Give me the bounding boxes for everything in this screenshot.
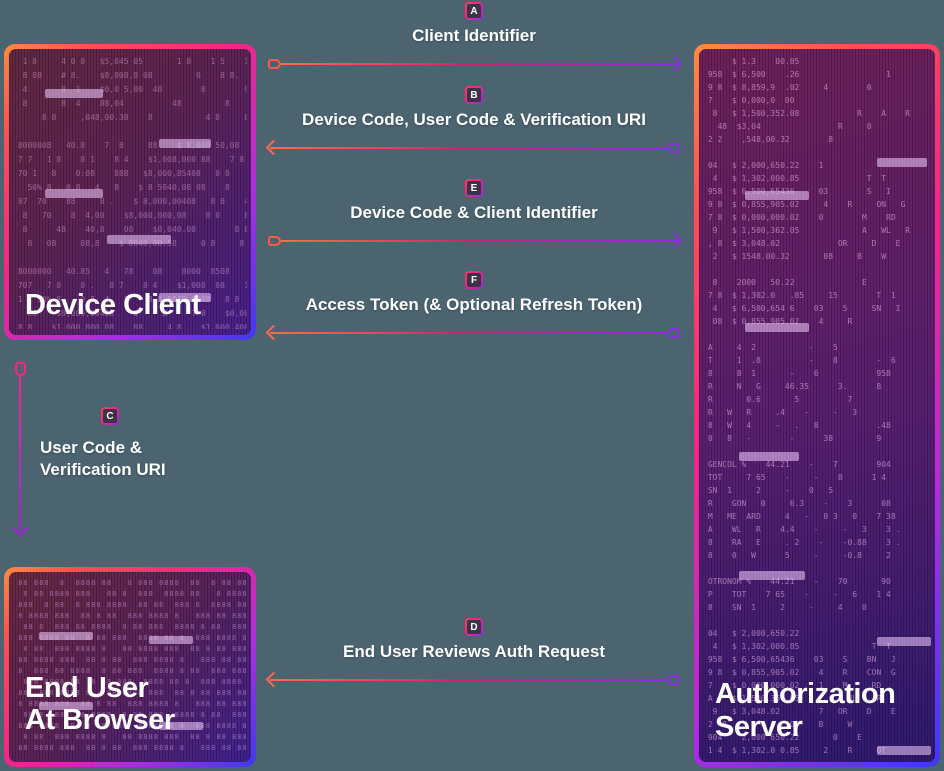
- flow-d-arrow-left: [265, 671, 680, 688]
- arrow-line: [270, 146, 667, 149]
- arrowhead-right-icon: [666, 55, 683, 72]
- flow-b-badge: B: [465, 86, 483, 104]
- arrow-tail-icon: [268, 235, 281, 246]
- highlight-cell: [107, 235, 171, 244]
- arrow-line: [270, 331, 667, 334]
- highlight-cell: [739, 452, 799, 461]
- arrowhead-left-icon: [265, 671, 282, 688]
- flow-c-label: User Code & Verification URI: [40, 437, 166, 481]
- flow-c-arrow-down: [12, 362, 28, 537]
- flow-a-label: Client Identifier: [412, 26, 536, 45]
- highlight-cell: [159, 139, 211, 148]
- flow-b-label: Device Code, User Code & Verification UR…: [302, 110, 646, 129]
- flow-c-label-line2: Verification URI: [40, 460, 166, 479]
- arrow-line: [19, 376, 21, 532]
- flow-b-arrow-left: [265, 139, 680, 156]
- flow-e-badge: E: [465, 179, 483, 197]
- highlight-cell: [877, 637, 931, 646]
- highlight-cell: [149, 636, 193, 644]
- flow-d-badge: D: [465, 618, 483, 636]
- authorization-server-box: $ 1.3 00.05 958 $ 6,500 .26 1 9 8 $ 8,85…: [694, 44, 940, 767]
- highlight-cell: [877, 746, 931, 755]
- arrowhead-left-icon: [265, 139, 282, 156]
- flow-a: A Client Identifier: [268, 2, 683, 72]
- highlight-cell: [39, 702, 93, 710]
- arrow-line: [270, 678, 667, 681]
- flow-c-label-line1: User Code &: [40, 438, 143, 457]
- device-client-title: Device Client: [25, 289, 201, 321]
- flow-d: D End User Reviews Auth Request: [265, 618, 680, 688]
- flow-e-label: Device Code & Client Identifier: [350, 203, 598, 222]
- arrow-tail-icon: [667, 674, 680, 685]
- arrow-line: [281, 239, 678, 242]
- flow-b: B Device Code, User Code & Verification …: [265, 86, 680, 156]
- ticker-texture: 1 8 4 0 8 $5,045 05 1 8 1 5 100 8 8 5 8 …: [17, 57, 247, 329]
- authorization-server-box-body: $ 1.3 00.05 958 $ 6,500 .26 1 9 8 $ 8,85…: [699, 49, 935, 762]
- arrow-tail-icon: [14, 362, 26, 376]
- highlight-cell: [45, 189, 103, 198]
- highlight-cell: [745, 191, 809, 200]
- flow-f-arrow-left: [265, 324, 680, 341]
- highlight-cell: [877, 158, 927, 167]
- authorization-server-title-line1: Authorization: [715, 678, 896, 710]
- end-user-title-line1: End User: [25, 672, 149, 704]
- flow-d-label: End User Reviews Auth Request: [343, 642, 605, 661]
- end-user-title-line2: At Browser: [25, 704, 175, 736]
- arrowhead-down-icon: [12, 520, 28, 537]
- flow-f-label: Access Token (& Optional Refresh Token): [305, 295, 643, 314]
- arrow-tail-icon: [667, 327, 680, 338]
- authorization-server-title-line2: Server: [715, 711, 803, 743]
- flow-e-arrow-right: [268, 232, 683, 249]
- arrowhead-left-icon: [265, 324, 282, 341]
- highlight-cell: [745, 323, 809, 332]
- highlight-cell: [159, 293, 211, 302]
- highlight-cell: [39, 632, 93, 640]
- arrow-tail-icon: [667, 142, 680, 153]
- device-client-box-body: 1 8 4 0 8 $5,045 05 1 8 1 5 100 8 8 5 8 …: [9, 49, 251, 335]
- flow-c-badge: C: [101, 407, 119, 425]
- flow-e: E Device Code & Client Identifier: [268, 179, 683, 249]
- highlight-cell: [159, 722, 203, 730]
- ticker-texture: $ 1.3 00.05 958 $ 6,500 .26 1 9 8 $ 8,85…: [703, 57, 911, 755]
- highlight-cell: [45, 89, 103, 98]
- arrow-line: [281, 62, 678, 65]
- arrow-tail-icon: [268, 58, 281, 69]
- highlight-cell: [739, 571, 805, 580]
- device-client-box: 1 8 4 0 8 $5,045 05 1 8 1 5 100 8 8 5 8 …: [4, 44, 256, 340]
- flow-f: F Access Token (& Optional Refresh Token…: [265, 271, 680, 341]
- flow-a-badge: A: [465, 2, 483, 20]
- arrowhead-right-icon: [666, 232, 683, 249]
- flow-a-arrow-right: [268, 55, 683, 72]
- flow-f-badge: F: [465, 271, 483, 289]
